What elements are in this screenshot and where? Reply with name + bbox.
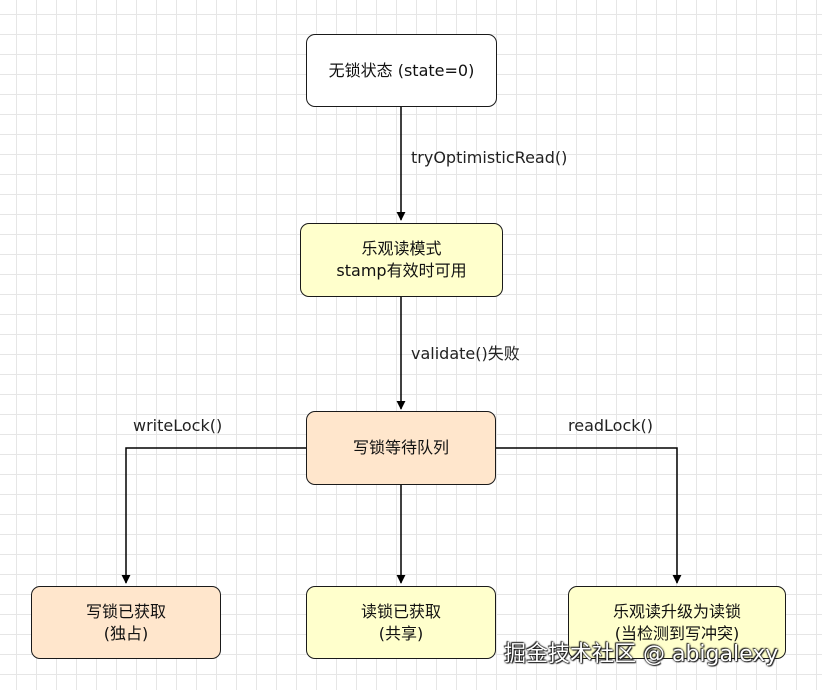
edge-label-write-lock: writeLock()	[133, 416, 223, 435]
node-optimistic-read-title: 乐观读模式	[361, 239, 442, 258]
node-unlocked[interactable]: 无锁状态 (state=0)	[306, 34, 497, 107]
edge-label-read-lock: readLock()	[568, 416, 653, 435]
edge-label-try-optimistic-read: tryOptimisticRead()	[411, 148, 568, 167]
edge-write-lock	[121, 447, 306, 584]
node-upgrade-read-title: 乐观读升级为读锁	[612, 601, 741, 621]
node-optimistic-read[interactable]: 乐观读模式 stamp有效时可用	[300, 223, 503, 297]
node-write-acquired-title: 写锁已获取	[85, 601, 166, 621]
node-write-acquired-subtitle: (独占)	[103, 623, 149, 643]
node-upgrade-read-subtitle: (当检测到写冲突)	[614, 623, 740, 643]
edge-read-lock	[496, 447, 682, 584]
node-read-acquired-subtitle: (共享)	[378, 623, 424, 643]
node-upgrade-read[interactable]: 乐观读升级为读锁 (当检测到写冲突)	[568, 586, 786, 659]
node-read-acquired-title: 读锁已获取	[360, 601, 441, 621]
node-write-queue[interactable]: 写锁等待队列	[306, 411, 496, 485]
edge-label-validate-failed: validate()失败	[411, 344, 520, 363]
node-write-acquired[interactable]: 写锁已获取 (独占)	[31, 586, 221, 659]
node-optimistic-read-subtitle: stamp有效时可用	[336, 261, 467, 280]
node-read-acquired[interactable]: 读锁已获取 (共享)	[306, 586, 496, 659]
node-write-queue-label: 写锁等待队列	[352, 438, 449, 457]
watermark: 掘金技术社区 @ abigalexy	[504, 642, 779, 667]
node-unlocked-label: 无锁状态 (state=0)	[328, 60, 475, 80]
